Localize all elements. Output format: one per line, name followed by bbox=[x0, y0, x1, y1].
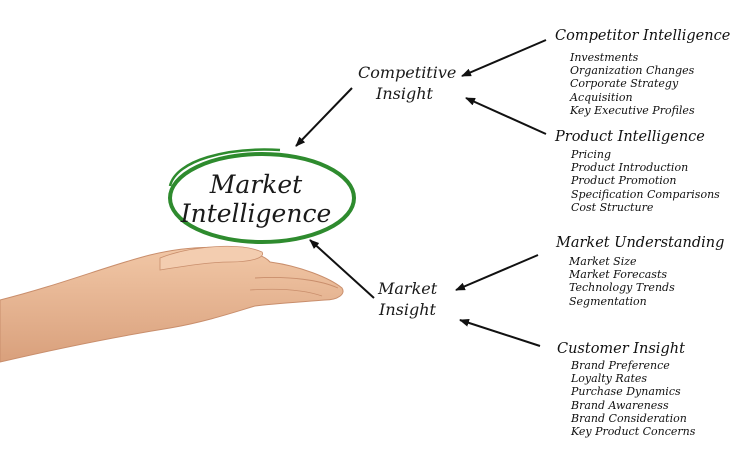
list-item: Brand Preference bbox=[571, 359, 670, 372]
competitive-insight-line1: Competitive bbox=[358, 63, 457, 82]
list-item: Organization Changes bbox=[570, 64, 695, 78]
list-item: Pricing bbox=[571, 148, 611, 161]
list-item: Technology Trends bbox=[569, 281, 675, 295]
list-item: Specification Comparisons bbox=[571, 187, 720, 201]
product-intelligence-heading: Product Intelligence bbox=[555, 129, 705, 145]
market-insight-label: Market Insight bbox=[378, 278, 437, 320]
arrow-competitor-intel bbox=[461, 39, 547, 77]
market-understanding-heading: Market Understanding bbox=[556, 235, 725, 251]
market-understanding-list: Market Size Market Forecasts Technology … bbox=[569, 255, 675, 308]
list-item: Key Product Concerns bbox=[571, 425, 696, 439]
competitor-intelligence-list: Investments Organization Changes Corpora… bbox=[570, 51, 695, 117]
list-item: Product Introduction bbox=[571, 161, 689, 175]
list-item: Purchase Dynamics bbox=[571, 385, 681, 399]
arrow-market-insight-to-center bbox=[309, 239, 375, 299]
arrow-competitive-to-center bbox=[295, 87, 353, 147]
arrow-market-understanding bbox=[455, 254, 539, 291]
list-item: Key Executive Profiles bbox=[570, 103, 695, 117]
customer-insight-list: Brand Preference Loyalty Rates Purchase … bbox=[571, 359, 695, 438]
arrow-customer-insight bbox=[459, 318, 541, 347]
product-intelligence-list: Pricing Product Introduction Product Pro… bbox=[571, 148, 720, 214]
competitive-insight-label: Competitive Insight bbox=[358, 62, 456, 104]
center-label-line1: Market bbox=[209, 170, 303, 199]
market-insight-line1: Market bbox=[378, 279, 438, 298]
list-item: Loyalty Rates bbox=[571, 372, 648, 386]
list-item: Investments bbox=[570, 51, 639, 64]
competitor-intelligence-heading: Competitor Intelligence bbox=[555, 28, 731, 44]
list-item: Segmentation bbox=[569, 294, 647, 308]
list-item: Corporate Strategy bbox=[570, 77, 679, 91]
open-palm-hand-icon bbox=[0, 245, 344, 363]
center-label: Market Intelligence bbox=[176, 170, 336, 228]
list-item: Market Forecasts bbox=[569, 268, 668, 282]
market-intelligence-ellipse bbox=[168, 148, 356, 244]
list-item: Market Size bbox=[569, 255, 637, 268]
market-insight-line2: Insight bbox=[379, 300, 436, 319]
arrow-product-intel bbox=[465, 97, 547, 135]
list-item: Product Promotion bbox=[571, 174, 677, 188]
center-label-line2: Intelligence bbox=[180, 199, 332, 228]
list-item: Brand Awareness bbox=[571, 398, 669, 412]
list-item: Acquisition bbox=[570, 90, 633, 104]
list-item: Brand Consideration bbox=[571, 411, 687, 425]
list-item: Cost Structure bbox=[571, 200, 654, 214]
competitive-insight-line2: Insight bbox=[376, 84, 433, 103]
customer-insight-heading: Customer Insight bbox=[557, 341, 685, 357]
